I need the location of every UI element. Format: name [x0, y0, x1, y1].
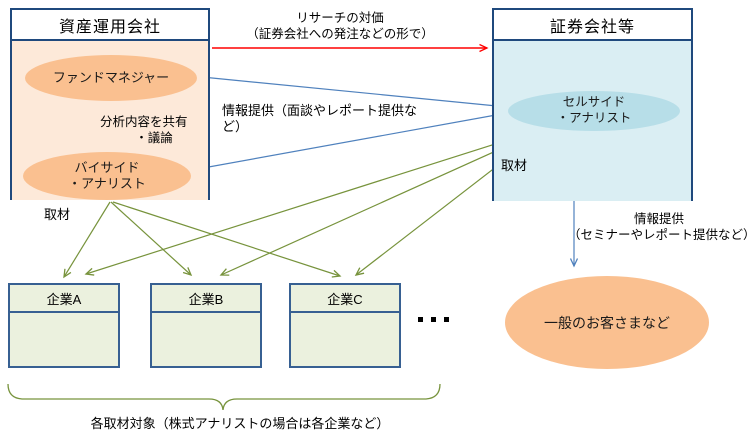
arrow-sellside-to-company-b: [219, 131, 539, 276]
asset-management-body: ファンドマネジャー バイサイド ・アナリスト: [12, 41, 208, 200]
coverage-label-right: 取材: [501, 158, 528, 173]
sellside-analyst-ellipse: セルサイド ・アナリスト: [508, 91, 680, 131]
buyside-label-line1: バイサイド: [74, 159, 140, 175]
arrow-buyside-to-company-c: [112, 201, 342, 278]
research-payment-line2: （証券会社への発注などの形で）: [246, 26, 434, 41]
ellipsis-dot: [431, 317, 436, 322]
ellipsis-dot: [444, 317, 449, 322]
research-payment-label: リサーチの対価 （証券会社への発注などの形で）: [220, 11, 460, 42]
ellipsis-dot: [418, 317, 423, 322]
coverage-targets-brace: [7, 383, 441, 411]
share-discuss-line1: 分析内容を共有: [100, 115, 188, 129]
arrow-buyside-to-company-b: [110, 201, 193, 277]
company-c-title: 企業C: [291, 285, 399, 313]
fund-manager-ellipse: ファンドマネジャー: [25, 55, 197, 101]
company-c-body: [291, 313, 399, 366]
share-discuss-line2: ・議論: [135, 131, 173, 146]
company-a-body: [10, 313, 118, 366]
company-b-title: 企業B: [152, 285, 260, 313]
general-customers-label: 一般のお客さまなど: [544, 314, 670, 331]
info-provision-left-label: 情報提供（面談やレポート提供など）: [222, 103, 418, 135]
company-box-a: 企業A: [8, 283, 120, 368]
securities-company-body: セルサイド ・アナリスト: [494, 41, 691, 201]
fund-manager-label: ファンドマネジャー: [52, 69, 170, 85]
sellside-label-line2: ・アナリスト: [556, 111, 632, 125]
company-a-title: 企業A: [10, 285, 118, 313]
buyside-analyst-ellipse: バイサイド ・アナリスト: [23, 152, 191, 200]
buyside-label-line2: ・アナリスト: [68, 176, 146, 191]
research-payment-line1: リサーチの対価: [296, 11, 384, 25]
coverage-label-left: 取材: [44, 207, 71, 222]
arrow-buyside-to-company-a: [63, 201, 111, 279]
info-provision-right-label: 情報提供 （セミナーやレポート提供など）: [568, 212, 750, 243]
coverage-targets-note: 各取材対象（株式アナリストの場合は各企業など）: [90, 416, 390, 431]
share-discuss-label: 分析内容を共有 ・議論: [100, 114, 208, 147]
ellipsis-dots: [418, 317, 449, 322]
info-provision-right-line2: （セミナーやレポート提供など）: [568, 227, 750, 242]
asset-management-title: 資産運用会社: [12, 10, 208, 41]
company-box-c: 企業C: [289, 283, 401, 368]
company-b-body: [152, 313, 260, 366]
company-box-b: 企業B: [150, 283, 262, 368]
securities-company-box: 証券会社等 セルサイド ・アナリスト: [492, 8, 693, 201]
info-provision-right-line1: 情報提供: [633, 212, 684, 226]
general-customers-ellipse: 一般のお客さまなど: [505, 276, 709, 369]
asset-management-box: 資産運用会社 ファンドマネジャー バイサイド ・アナリスト: [10, 8, 210, 200]
securities-company-title: 証券会社等: [494, 10, 691, 41]
sellside-label-line1: セルサイド: [562, 95, 626, 110]
